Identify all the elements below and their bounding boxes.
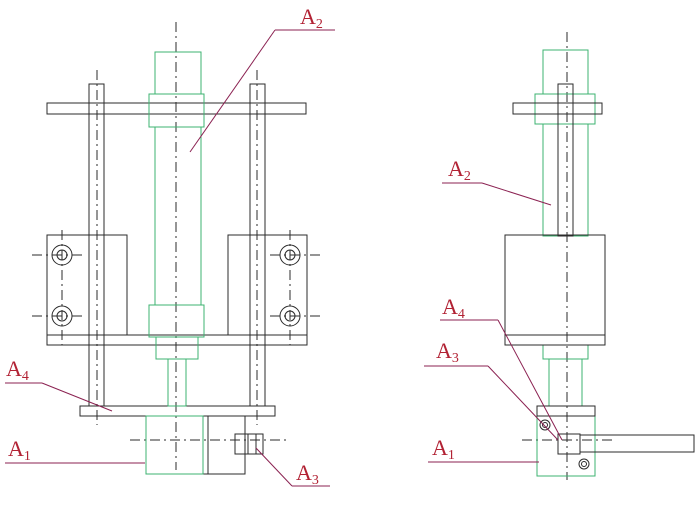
label-side-a4: A4	[442, 294, 465, 322]
front-right-block	[227, 234, 308, 336]
front-lower-housing	[202, 415, 246, 475]
side-handle	[579, 434, 695, 453]
front-top-crossbar	[46, 102, 307, 115]
side-block-base	[504, 334, 606, 346]
front-middle-crossbar	[46, 334, 308, 346]
label-front-a4: A4	[6, 356, 29, 384]
label-side-a2: A2	[448, 156, 471, 184]
label-front-a1: A1	[8, 436, 31, 464]
side-centerlines	[522, 32, 615, 480]
label-front-a3: A3	[296, 460, 319, 488]
labels: A2 A4 A1 A3 A2 A4 A3 A1	[6, 4, 471, 488]
side-top-crossbar	[512, 102, 603, 115]
front-guide-rods	[88, 83, 266, 407]
leader-lines	[5, 29, 563, 487]
label-side-a1: A1	[432, 435, 455, 463]
front-small-nut	[234, 433, 264, 455]
front-view	[32, 22, 320, 475]
side-view	[504, 32, 695, 480]
front-centerlines	[32, 22, 320, 470]
side-rod	[557, 83, 574, 237]
front-bottom-plate	[79, 405, 276, 417]
side-lower-housing	[536, 405, 596, 417]
side-nut	[557, 433, 581, 455]
side-holes	[539, 419, 590, 470]
side-large-block	[504, 234, 606, 336]
front-shaft	[145, 51, 205, 475]
label-front-a2: A2	[300, 4, 323, 32]
label-side-a3: A3	[436, 338, 459, 366]
front-bolt-holes	[51, 244, 301, 327]
